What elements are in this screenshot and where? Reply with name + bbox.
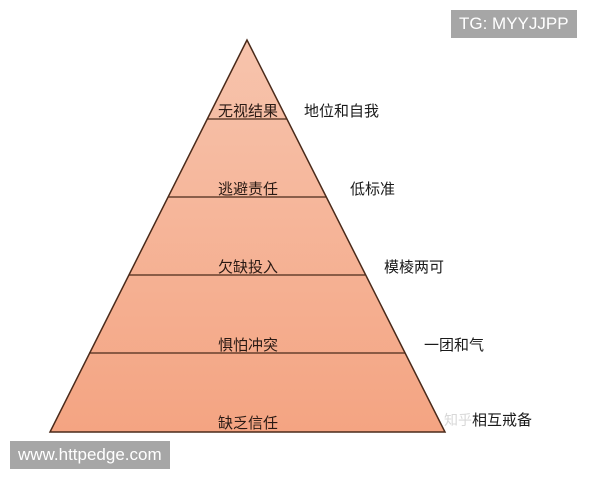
level-4-dysfunction: 一团和气 — [424, 336, 485, 354]
bottom-badge: www.httpedge.com — [10, 441, 170, 469]
level-5-dysfunction: 相互戒备 — [472, 411, 533, 429]
top-badge: TG: MYYJJPP — [451, 10, 577, 38]
level-4-label: 惧怕冲突 — [217, 336, 279, 354]
level-3-label: 欠缺投入 — [217, 258, 279, 276]
level-2-dysfunction: 低标准 — [350, 180, 396, 198]
level-3-dysfunction: 模棱两可 — [384, 258, 445, 276]
level-2-label: 逃避责任 — [217, 180, 279, 198]
pyramid-body — [48, 38, 447, 433]
watermark-text: 知乎 — [444, 413, 472, 429]
level-5-label: 缺乏信任 — [217, 414, 279, 432]
level-1-dysfunction: 地位和自我 — [304, 102, 380, 120]
level-1-label: 无视结果 — [217, 102, 279, 120]
